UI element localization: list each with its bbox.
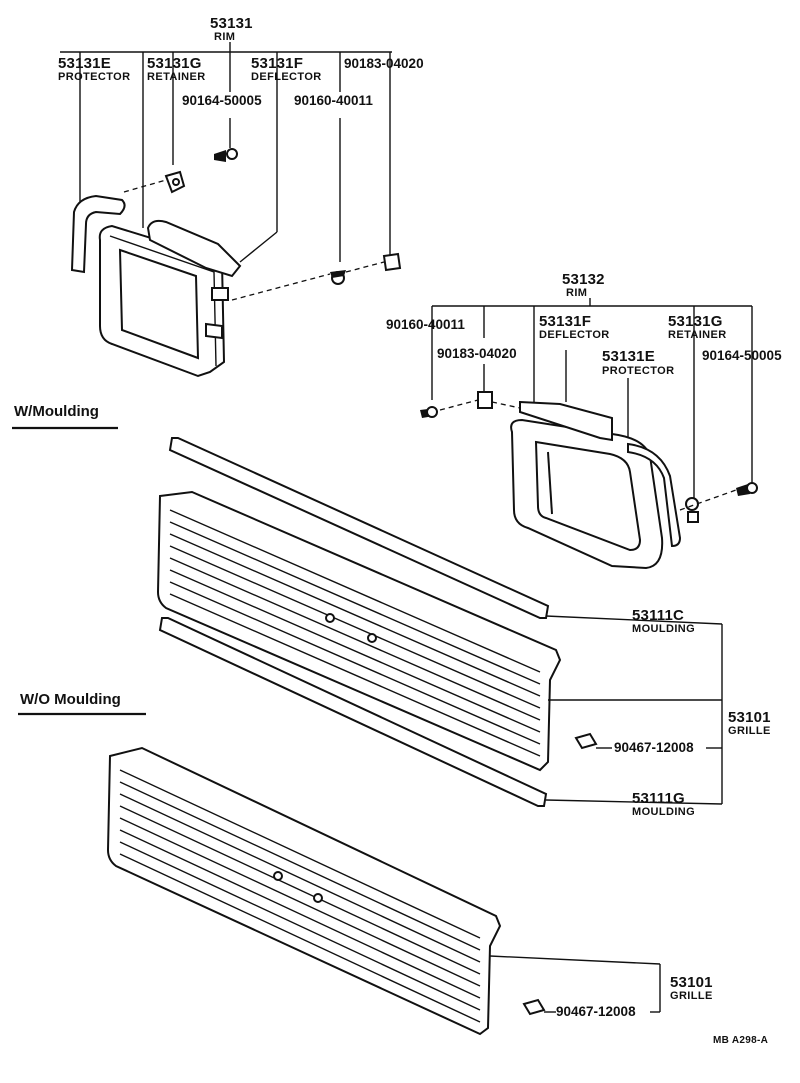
top-deflector-name: DEFLECTOR bbox=[251, 71, 322, 83]
top-deflector-number: 53131F bbox=[251, 55, 304, 72]
grille-with-clip-number: 90467-12008 bbox=[614, 740, 694, 755]
lower-moulding-number: 53111G bbox=[632, 790, 685, 807]
upper-moulding-number: 53111C bbox=[632, 607, 685, 624]
grille-with-drawing bbox=[156, 437, 598, 807]
top-rim-drawing bbox=[70, 148, 402, 378]
top-screw-b-number: 90160-40011 bbox=[294, 93, 373, 108]
top-rim-number: 53131 bbox=[210, 15, 253, 32]
grille-without-clip-number: 90467-12008 bbox=[556, 1004, 636, 1019]
right-retainer-number: 53131G bbox=[668, 313, 723, 330]
section-with-moulding: W/Moulding bbox=[14, 403, 99, 420]
right-rim-number: 53132 bbox=[562, 271, 605, 288]
upper-moulding-name: MOULDING bbox=[632, 623, 696, 635]
top-rim-leader-lines bbox=[60, 42, 392, 263]
right-screw-b-number: 90160-40011 bbox=[386, 317, 465, 332]
grille-with-leader-lines bbox=[545, 615, 723, 805]
right-deflector-name: DEFLECTOR bbox=[539, 329, 610, 341]
top-retainer-number: 53131G bbox=[147, 55, 202, 72]
right-retainer-name: RETAINER bbox=[668, 329, 727, 341]
diagram-reference: MB A298-A bbox=[713, 1035, 769, 1046]
top-protector-name: PROTECTOR bbox=[58, 71, 131, 83]
right-protector-number: 53131E bbox=[602, 348, 655, 365]
right-rim-drawing bbox=[420, 391, 758, 570]
top-screw-a-number: 90164-50005 bbox=[182, 93, 262, 108]
right-deflector-number: 53131F bbox=[539, 313, 592, 330]
top-rim-name: RIM bbox=[214, 31, 236, 43]
right-clip-number: 90183-04020 bbox=[437, 346, 517, 361]
grille-with-name: GRILLE bbox=[728, 725, 771, 737]
grille-without-number: 53101 bbox=[670, 974, 713, 991]
right-screw-a-number: 90164-50005 bbox=[702, 348, 782, 363]
right-rim-name: RIM bbox=[566, 287, 588, 299]
grille-without-leader-lines bbox=[489, 955, 661, 1013]
section-without-moulding: W/O Moulding bbox=[20, 691, 121, 708]
top-protector-number: 53131E bbox=[58, 55, 111, 72]
grille-without-drawing bbox=[106, 746, 546, 1036]
top-retainer-name: RETAINER bbox=[147, 71, 206, 83]
grille-with-number: 53101 bbox=[728, 709, 771, 726]
grille-without-name: GRILLE bbox=[670, 990, 713, 1002]
lower-moulding-name: MOULDING bbox=[632, 806, 696, 818]
right-rim-leader-lines bbox=[431, 298, 753, 498]
right-protector-name: PROTECTOR bbox=[602, 365, 675, 377]
top-clip-number: 90183-04020 bbox=[344, 56, 424, 71]
